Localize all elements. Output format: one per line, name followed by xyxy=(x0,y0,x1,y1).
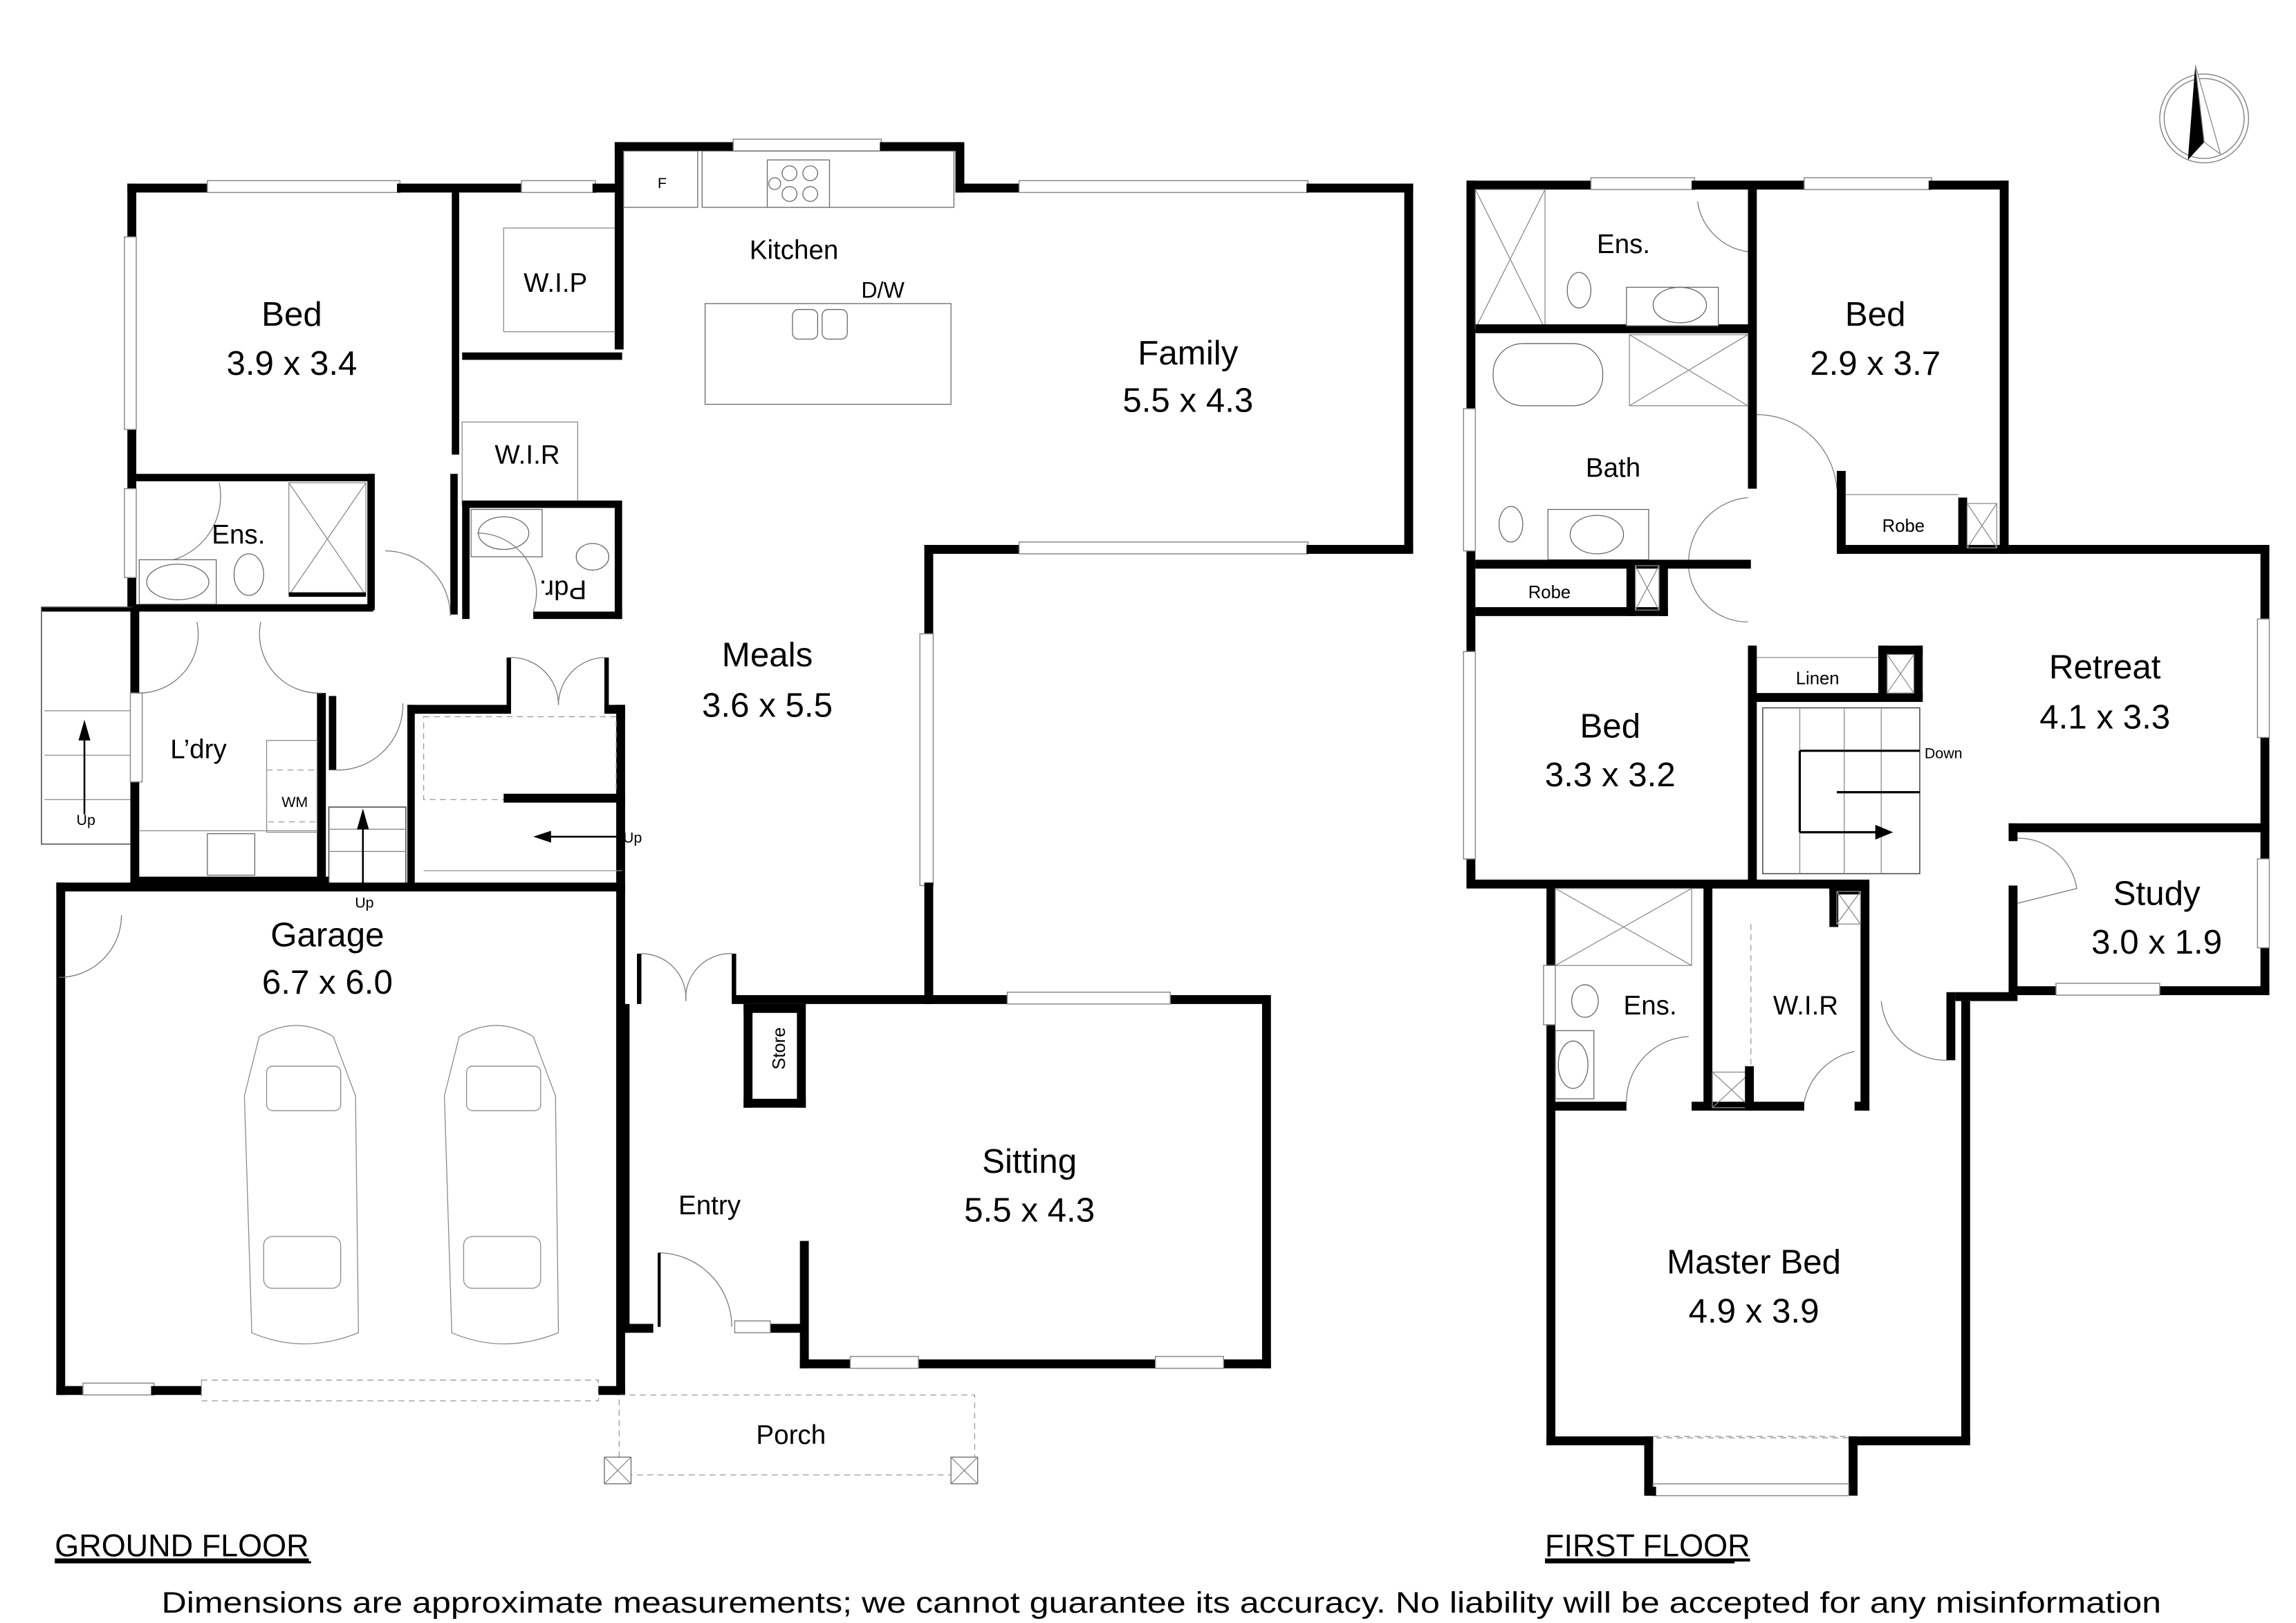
stair-up-label: Up xyxy=(355,895,373,911)
room-name-powder: Pdr. xyxy=(539,574,587,604)
room-name-entry: Entry xyxy=(678,1191,741,1221)
room-name-wip: W.I.P xyxy=(524,268,587,298)
room-name-ensuite-top: Ens. xyxy=(1597,230,1650,259)
room-name-store: Store xyxy=(770,1027,789,1069)
room-name-wir-master: W.I.R xyxy=(1773,991,1838,1021)
ground-floor-plan: Bed 3.9 x 3.4 W.I.P W.I.R Ens. Pdr. Kitc… xyxy=(41,138,1414,1485)
room-name-sitting: Sitting xyxy=(982,1142,1077,1180)
stair-up-label: Up xyxy=(77,812,95,828)
room-name-laundry: L’dry xyxy=(170,734,227,764)
first-floor-plan xyxy=(1463,177,2270,1496)
north-arrow-icon xyxy=(2159,65,2250,164)
room-name-ensuite: Ens. xyxy=(212,520,265,550)
room-name-linen: Linen xyxy=(1796,669,1840,688)
room-name-bed: Bed xyxy=(261,295,322,333)
room-name-bed-3: Bed xyxy=(1580,707,1640,745)
room-name-study: Study xyxy=(2113,874,2201,912)
ground-floor-title: GROUND FLOOR xyxy=(55,1528,308,1564)
room-name-wir: W.I.R xyxy=(494,440,559,470)
disclaimer-text: Dimensions are approximate measurements;… xyxy=(161,1586,2161,1620)
stair-down-label: Down xyxy=(1925,745,1963,761)
room-dims-garage: 6.7 x 6.0 xyxy=(262,963,393,1001)
room-dims-retreat: 4.1 x 3.3 xyxy=(2039,698,2170,736)
room-name-retreat: Retreat xyxy=(2049,648,2161,686)
room-name-kitchen: Kitchen xyxy=(750,236,839,266)
room-dims-bed-3: 3.3 x 3.2 xyxy=(1545,756,1676,794)
room-name-porch: Porch xyxy=(756,1420,826,1450)
room-dims-study: 3.0 x 1.9 xyxy=(2091,923,2222,961)
room-dims-bed-2: 2.9 x 3.7 xyxy=(1810,344,1941,382)
washing-machine-label: WM xyxy=(281,794,308,810)
room-name-family: Family xyxy=(1138,334,1238,372)
room-dims-meals: 3.6 x 5.5 xyxy=(702,686,833,724)
room-name-master-bed: Master Bed xyxy=(1667,1243,1841,1281)
room-name-robe-1: Robe xyxy=(1882,517,1925,536)
first-floor-labels: Ens. Bed 2.9 x 3.7 Bath Robe Robe Bed 3.… xyxy=(1528,230,2222,1330)
room-name-bath: Bath xyxy=(1586,454,1640,483)
room-name-garage: Garage xyxy=(270,916,384,954)
fridge-label: F xyxy=(658,175,667,192)
dishwasher-label: D/W xyxy=(861,277,905,302)
room-dims-sitting: 5.5 x 4.3 xyxy=(964,1191,1095,1230)
room-name-meals: Meals xyxy=(722,636,813,674)
car-icon xyxy=(243,1025,359,1344)
room-name-robe-2: Robe xyxy=(1528,583,1571,602)
car-icon xyxy=(443,1025,559,1344)
room-name-ensuite-master: Ens. xyxy=(1624,991,1677,1021)
room-dims-family: 5.5 x 4.3 xyxy=(1122,381,1253,419)
room-dims-bed: 3.9 x 3.4 xyxy=(226,344,357,382)
first-floor-title: FIRST FLOOR xyxy=(1545,1528,1750,1564)
stair-up-label: Up xyxy=(623,829,642,846)
room-name-bed-2: Bed xyxy=(1845,295,1906,333)
room-dims-master-bed: 4.9 x 3.9 xyxy=(1689,1292,1820,1330)
